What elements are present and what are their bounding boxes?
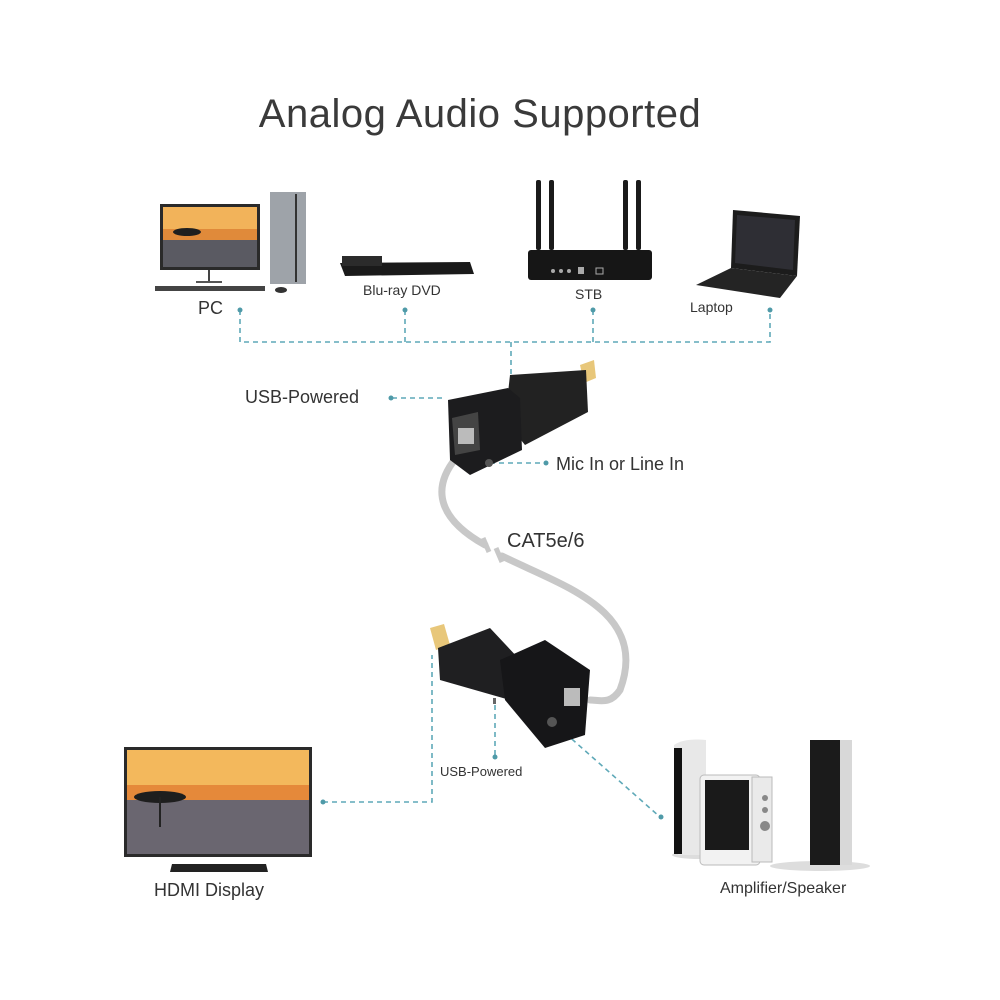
- laptop-icon: [696, 210, 800, 298]
- tx-usb-callout-dot: [388, 395, 394, 401]
- tx-audio-in-label: Mic In or Line In: [556, 454, 685, 474]
- tx-audio-jack: [485, 459, 493, 467]
- tx-rj45-port: [458, 428, 474, 444]
- rx-usb-callout-dot: [492, 754, 498, 760]
- receiver-device: [430, 624, 590, 748]
- speaker-connection-dot: [658, 814, 664, 820]
- cable-label: CAT5e/6: [507, 530, 585, 552]
- source-label-stb: STB: [575, 286, 603, 302]
- tv-display-icon: [124, 747, 312, 872]
- rx-hdmi-plug: [430, 624, 450, 650]
- cat-cable-upper: [438, 454, 489, 549]
- bluray-connection-dot: [402, 307, 408, 313]
- source-bus-line: [239, 310, 771, 343]
- hdmi-display-dot: [320, 799, 326, 805]
- pc-connection-dot: [237, 307, 243, 313]
- transmitter-device: [448, 360, 596, 475]
- source-label-bluray: Blu-ray DVD: [363, 282, 441, 298]
- bluray-player-icon: [340, 256, 474, 276]
- rx-rj45-port: [564, 688, 580, 706]
- rx-usb-port: [493, 698, 496, 704]
- stb-connection-dot: [590, 307, 596, 313]
- desktop-pc-icon: [155, 192, 306, 293]
- laptop-connection-dot: [767, 307, 773, 313]
- rx-hdmi-line: [323, 655, 433, 803]
- speaker-system-icon: [672, 739, 870, 871]
- set-top-box-icon: [528, 180, 652, 280]
- output-label-hdmi-display: HDMI Display: [154, 880, 265, 900]
- source-label-pc: PC: [198, 298, 224, 318]
- tx-usb-powered-label: USB-Powered: [245, 387, 360, 407]
- diagram-title: Analog Audio Supported: [258, 92, 702, 136]
- rx-audio-out-line: [564, 732, 661, 818]
- output-label-amplifier-speaker: Amplifier/Speaker: [720, 880, 847, 897]
- rx-audio-jack: [547, 717, 557, 727]
- cable-break-mark-1: [480, 537, 492, 553]
- rx-usb-powered-label: USB-Powered: [440, 764, 523, 779]
- cable-break-mark-2: [493, 547, 505, 563]
- source-label-laptop: Laptop: [690, 299, 733, 315]
- tx-audio-callout-dot: [543, 460, 549, 466]
- cat-cable-lower: [498, 552, 630, 705]
